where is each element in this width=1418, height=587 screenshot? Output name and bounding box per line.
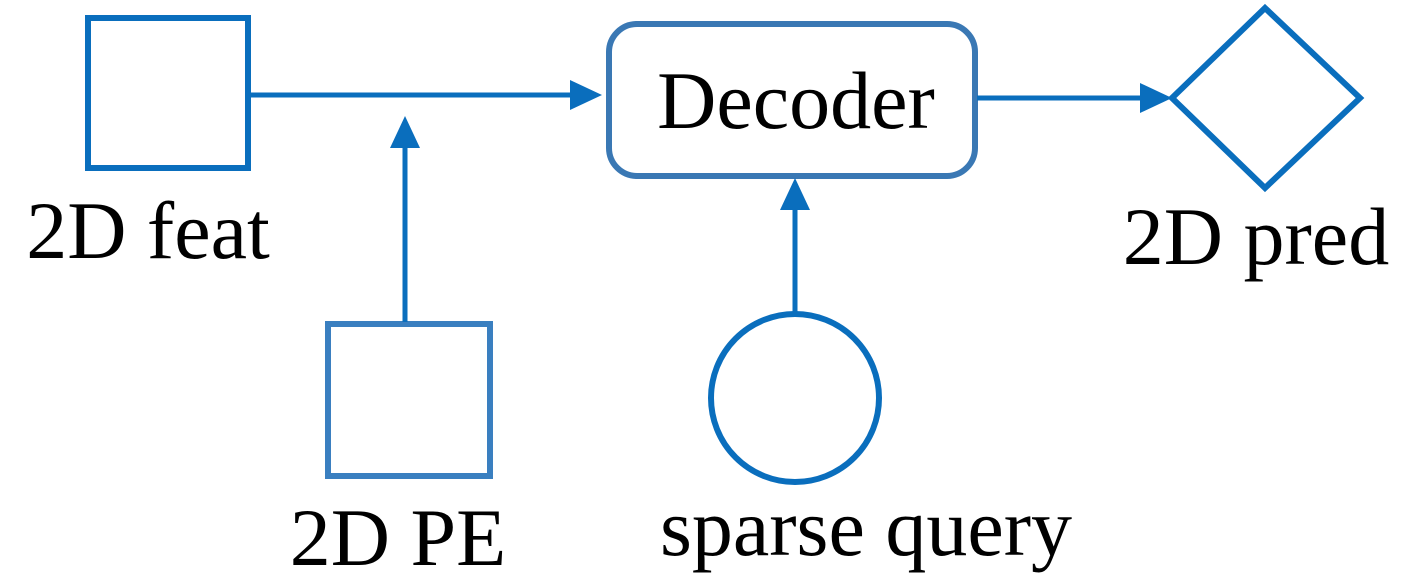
- decoder-label: Decoder: [657, 55, 935, 146]
- feat-node: [85, 15, 251, 171]
- pe-label: 2D PE: [290, 492, 506, 583]
- feat-to-decoder-arrowhead: [570, 80, 602, 110]
- pred-node: [1167, 3, 1365, 193]
- query-node: [708, 311, 882, 485]
- feat-label: 2D feat: [26, 185, 270, 276]
- decoder-node: [606, 21, 978, 179]
- pe-node: [325, 321, 493, 479]
- decoder-to-pred-arrowhead: [1140, 83, 1172, 113]
- pe-to-feat-arrowhead: [390, 116, 420, 148]
- pred-label: 2D pred: [1123, 191, 1389, 282]
- query-label: sparse query: [660, 482, 1072, 573]
- query-to-decoder-arrowhead: [780, 178, 810, 210]
